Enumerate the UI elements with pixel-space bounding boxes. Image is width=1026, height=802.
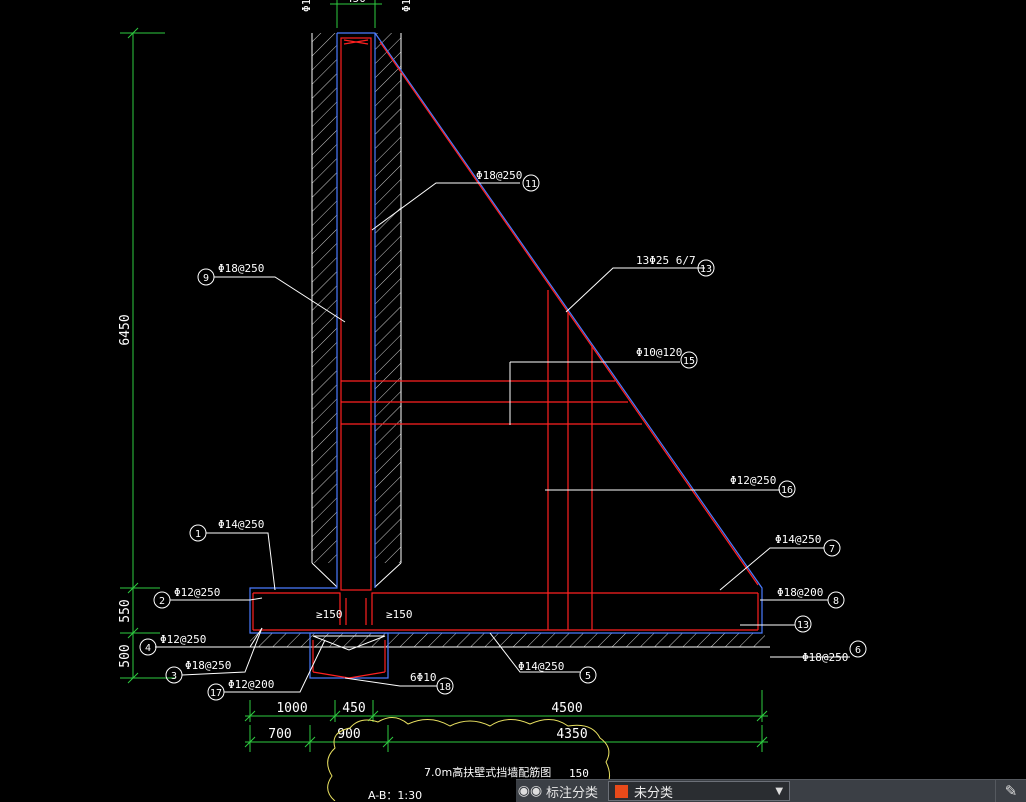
- svg-text:7: 7: [829, 544, 835, 555]
- svg-text:6: 6: [855, 645, 861, 656]
- leaders: [155, 182, 850, 693]
- callout-4[interactable]: 4 Φ12@250: [139, 633, 206, 656]
- svg-text:4: 4: [145, 643, 151, 654]
- svg-text:8: 8: [833, 596, 839, 607]
- bottom-dimensions-row2: [244, 725, 768, 752]
- category-color-swatch: [615, 784, 629, 798]
- top-right-mark: Φ1: [400, 0, 413, 12]
- svg-text:9: 9: [203, 273, 209, 284]
- callout-13b[interactable]: 13: [794, 615, 812, 633]
- dim-top-width: 450: [346, 0, 366, 5]
- callout-9-text: Φ18@250: [218, 262, 264, 275]
- svg-text:11: 11: [525, 179, 537, 190]
- callout-17-text: Φ12@200: [228, 678, 274, 691]
- svg-text:18: 18: [439, 682, 451, 693]
- svg-text:5: 5: [585, 671, 591, 682]
- wall-outline: [249, 32, 763, 634]
- svg-text:13: 13: [700, 264, 712, 275]
- top-dimension: [330, 0, 382, 28]
- callout-13a-text: 13Φ25 6/7: [636, 254, 696, 267]
- callout-13a[interactable]: 13 13Φ25 6/7: [636, 254, 715, 277]
- svg-text:1: 1: [195, 529, 201, 540]
- callout-7-text: Φ14@250: [775, 533, 821, 546]
- dim-height-base: 550: [118, 599, 133, 622]
- dim-bottom-900: 900: [337, 727, 360, 742]
- annotation-category-select[interactable]: 未分类 ▼: [608, 781, 791, 801]
- top-left-mark: Φ1: [300, 0, 313, 12]
- callout-18-text: 6Φ10: [410, 671, 437, 684]
- callout-3[interactable]: 3 Φ18@250: [165, 659, 231, 684]
- callout-16[interactable]: 16 Φ12@250: [730, 474, 796, 498]
- dim-height-wall: 6450: [118, 314, 133, 345]
- callout-15[interactable]: 15 Φ10@120: [636, 346, 698, 369]
- dim-bottom-700: 700: [268, 727, 291, 742]
- svg-text:13: 13: [797, 620, 809, 631]
- scale-mark: 150: [569, 767, 589, 780]
- annotation-category-label: 标注分类: [546, 785, 599, 801]
- dim-height-key: 500: [118, 644, 133, 667]
- callout-6-text: Φ18@250: [802, 651, 848, 664]
- callout-2[interactable]: 2 Φ12@250: [153, 586, 220, 609]
- revision-cloud: [327, 717, 610, 801]
- callout-8-text: Φ18@200: [777, 586, 823, 599]
- callout-15-text: Φ10@120: [636, 346, 682, 359]
- callout-5-text: Φ14@250: [518, 660, 564, 673]
- binoculars-icon[interactable]: ◉◉: [517, 783, 543, 799]
- callout-6[interactable]: 6 Φ18@250: [802, 640, 867, 664]
- annotation-category-value: 未分类: [634, 785, 674, 801]
- callout-5[interactable]: 5 Φ14@250: [518, 660, 597, 684]
- callout-8[interactable]: 8 Φ18@200: [777, 586, 845, 609]
- callout-1-text: Φ14@250: [218, 518, 264, 531]
- rebar: [252, 37, 759, 679]
- callout-16-text: Φ12@250: [730, 474, 776, 487]
- callout-9[interactable]: 9 Φ18@250: [197, 262, 264, 286]
- vertical-dimensions: [120, 27, 175, 684]
- callout-4-text: Φ12@250: [160, 633, 206, 646]
- callout-11[interactable]: 11 Φ18@250: [476, 169, 540, 192]
- annotation-category-toolbar: ◉◉ 标注分类 未分类 ▼ ✎: [516, 779, 1026, 802]
- callout-3-text: Φ18@250: [185, 659, 231, 672]
- dim-bottom-450: 450: [342, 701, 365, 716]
- svg-text:2: 2: [159, 596, 165, 607]
- svg-text:15: 15: [683, 356, 695, 367]
- drawing-title: 7.0m高扶壁式挡墙配筋图: [424, 765, 551, 779]
- dim-bottom-4500: 4500: [551, 701, 582, 716]
- dim-bottom-4350: 4350: [556, 727, 587, 742]
- callout-18[interactable]: 18 6Φ10: [410, 671, 454, 695]
- callout-1[interactable]: 1 Φ14@250: [189, 518, 264, 542]
- dim-bottom-1000: 1000: [276, 701, 307, 716]
- edit-icon[interactable]: ✎: [995, 780, 1026, 802]
- callout-11-text: Φ18@250: [476, 169, 522, 182]
- mark-150-left: ≥150: [316, 608, 343, 621]
- mark-150-right: ≥150: [386, 608, 413, 621]
- svg-text:16: 16: [781, 485, 793, 496]
- svg-text:3: 3: [171, 671, 177, 682]
- callout-7[interactable]: 7 Φ14@250: [775, 533, 841, 557]
- svg-text:17: 17: [210, 688, 222, 699]
- callout-2-text: Φ12@250: [174, 586, 220, 599]
- hatching: [245, 33, 770, 648]
- callout-17[interactable]: 17 Φ12@200: [207, 678, 274, 701]
- drawing-subtitle: A-B：1:30: [368, 789, 422, 801]
- bottom-dimensions-row1: [244, 690, 768, 722]
- chevron-down-icon: ▼: [775, 785, 784, 797]
